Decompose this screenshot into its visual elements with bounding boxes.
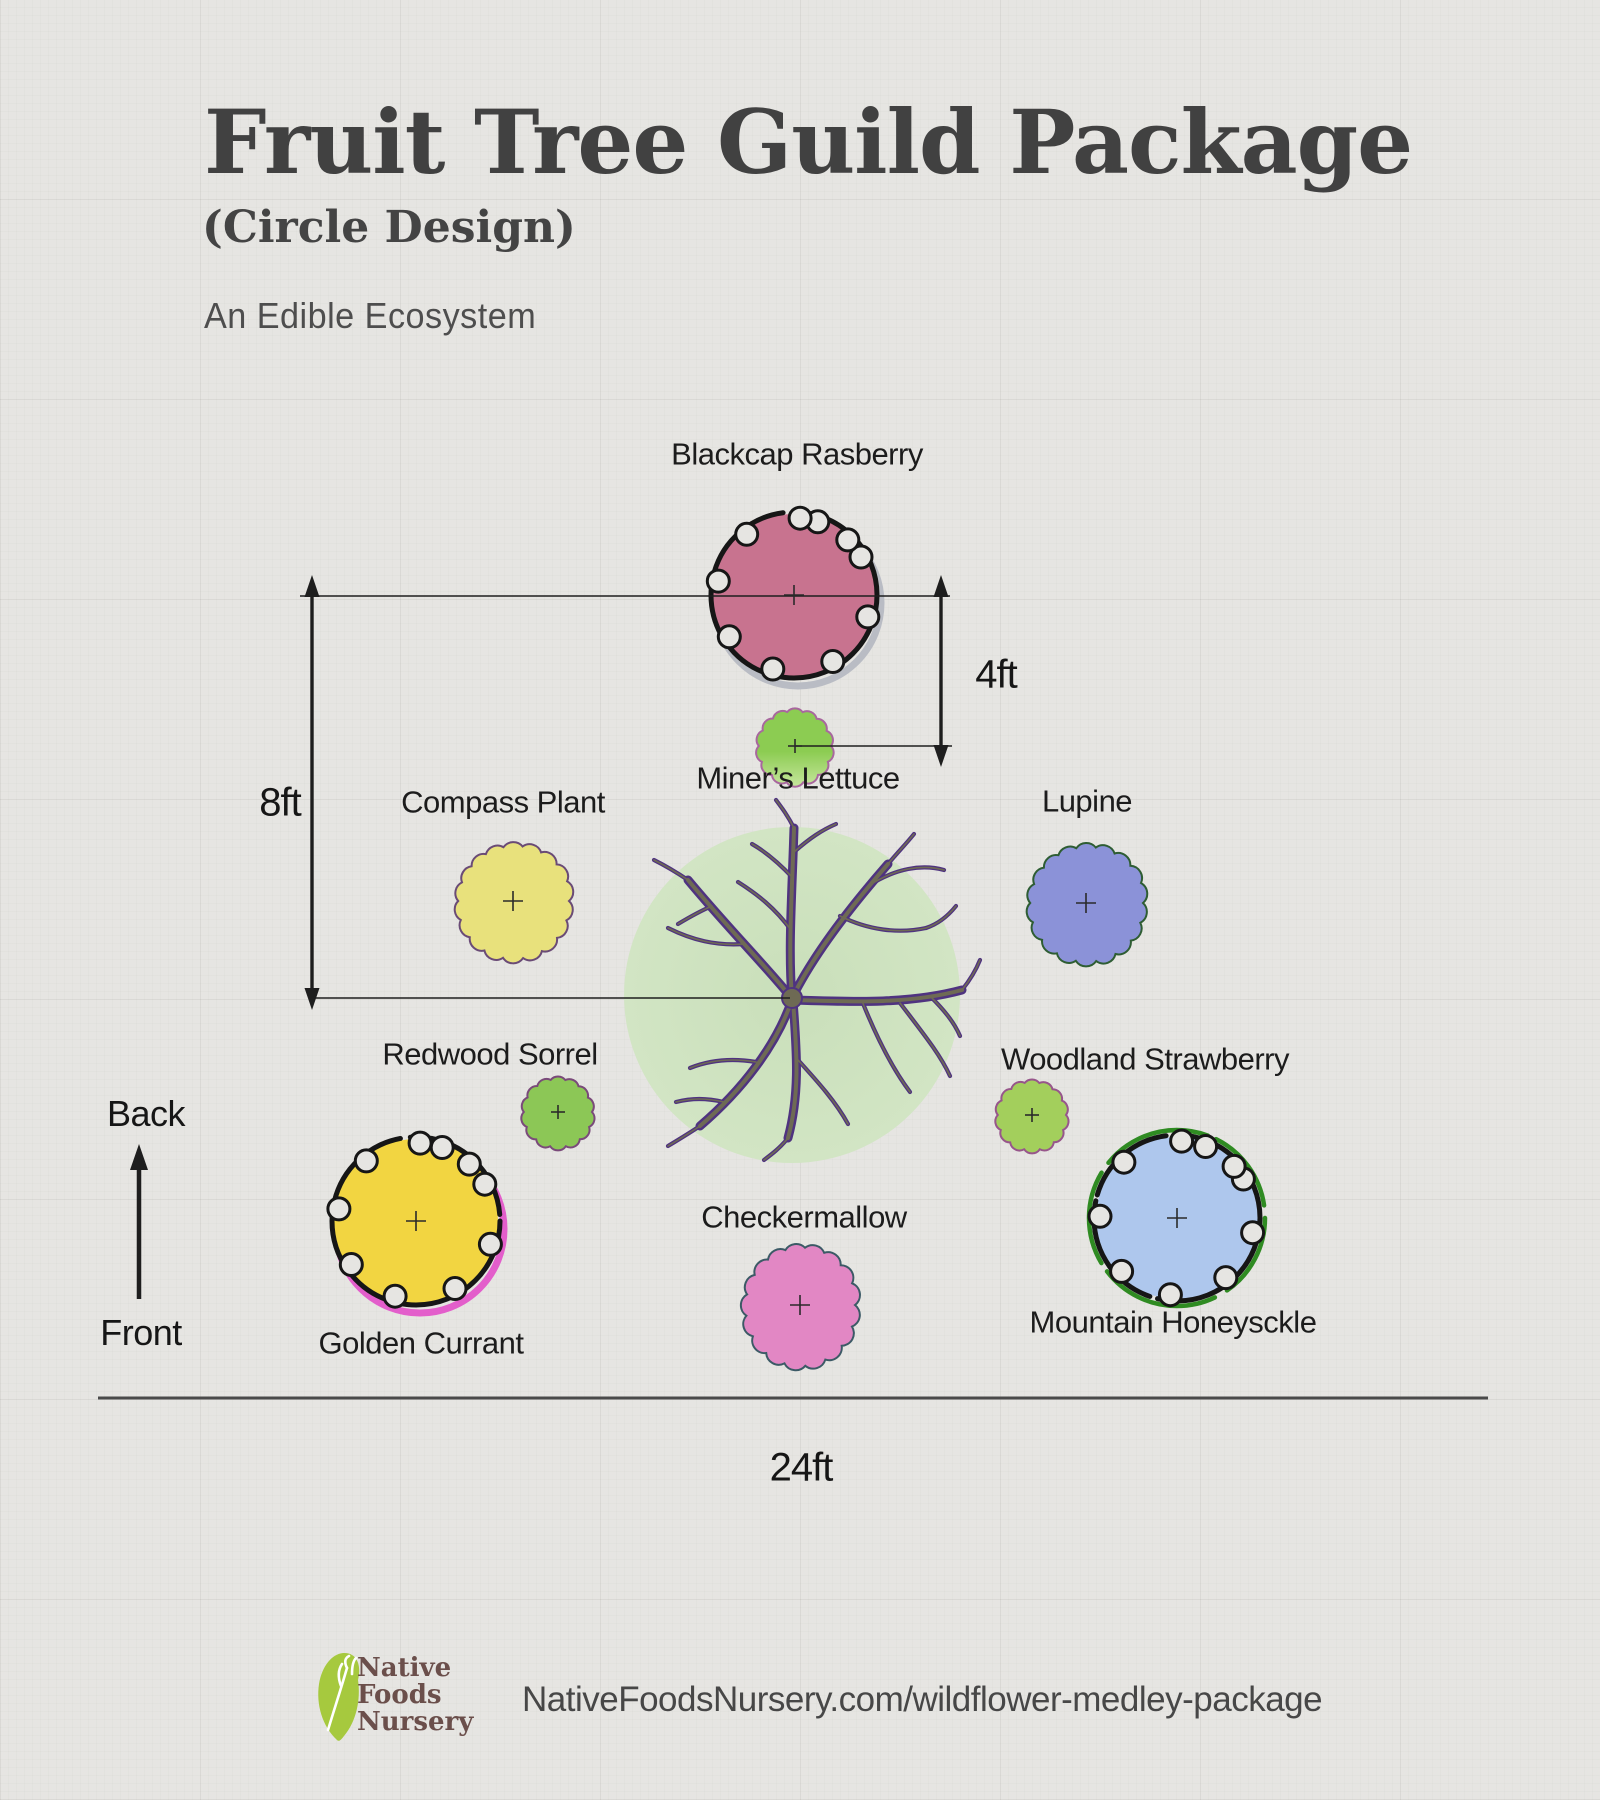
orientation-back-label: Back	[106, 1093, 186, 1134]
plant-label: Lupine	[1041, 783, 1133, 819]
plant-label: Golden Currant	[318, 1325, 524, 1361]
plant-circle	[1025, 842, 1149, 968]
dimension-8ft-label: 8ft	[259, 780, 301, 825]
brand-line-3: Nursery	[357, 1707, 474, 1737]
nursery-url: NativeFoodsNursery.com/wildflower-medley…	[522, 1680, 1323, 1719]
dimension-24ft-label: 24ft	[769, 1445, 834, 1490]
plant-label: Mountain Honeysckle	[1029, 1304, 1317, 1340]
plant-label: Miner’s Lettuce	[696, 760, 900, 796]
brand-line-1: Native	[357, 1653, 452, 1683]
plant-label: Compass Plant	[401, 784, 605, 820]
plant-circle	[453, 841, 575, 965]
orientation-front-label: Front	[100, 1312, 182, 1353]
plant-label: Redwood Sorrel	[382, 1036, 598, 1072]
dimension-4ft-label: 4ft	[975, 652, 1017, 697]
brand-line-2: Foods	[357, 1680, 442, 1710]
page-title: Fruit Tree Guild Package	[204, 90, 1413, 194]
plant-label: Checkermallow	[701, 1199, 907, 1235]
plant-label: Woodland Strawberry	[1000, 1041, 1290, 1077]
nursery-brand-name: Native Foods Nursery	[357, 1655, 473, 1736]
plant-label: Blackcap Rasberry	[671, 436, 923, 472]
dimension-lines	[98, 575, 1488, 1400]
fruit-tree-canopy	[624, 797, 983, 1163]
nursery-leaf-logo-icon	[318, 1652, 360, 1741]
page-tagline: An Edible Ecosystem	[204, 295, 537, 336]
page-subtitle: (Circle Design)	[202, 202, 576, 253]
center-cross-marks	[406, 585, 1187, 1315]
